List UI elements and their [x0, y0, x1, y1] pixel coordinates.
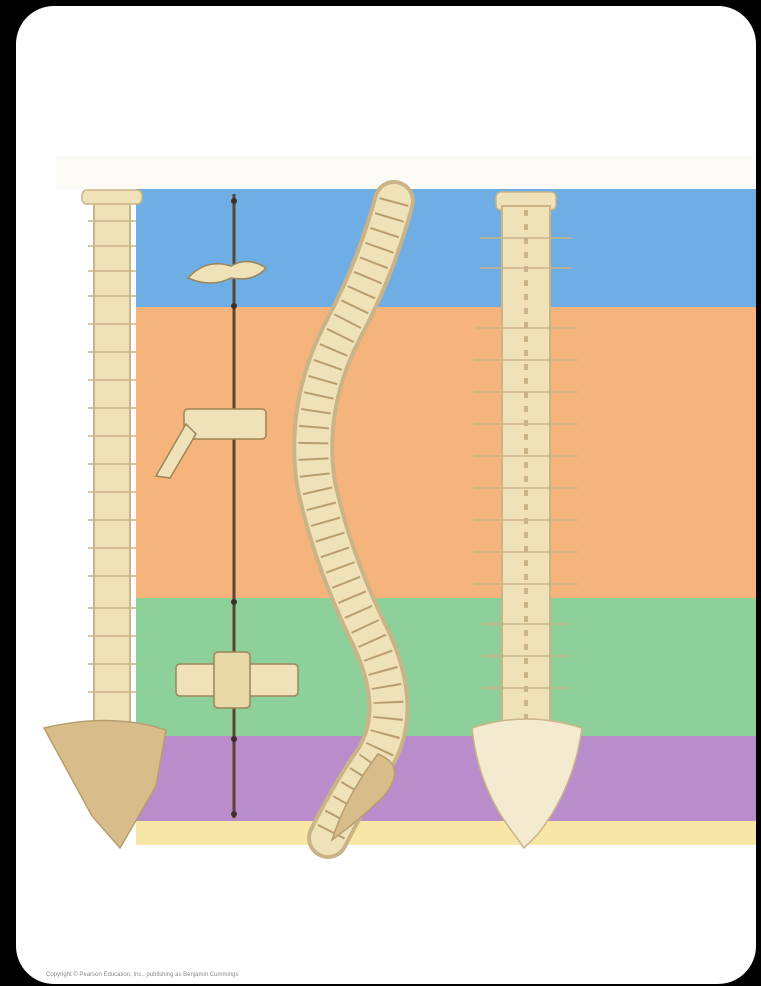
- sacral-region-band: [136, 736, 756, 821]
- coccygeal-region-band: [136, 821, 756, 845]
- vertebral-column-figure: [16, 6, 756, 984]
- copyright-credit: Copyright © Pearson Education, Inc., pub…: [46, 972, 239, 978]
- thoracic-region-band: [136, 307, 756, 598]
- cervical-region-band: [136, 189, 756, 307]
- slide-card: Copyright © Pearson Education, Inc., pub…: [16, 6, 756, 984]
